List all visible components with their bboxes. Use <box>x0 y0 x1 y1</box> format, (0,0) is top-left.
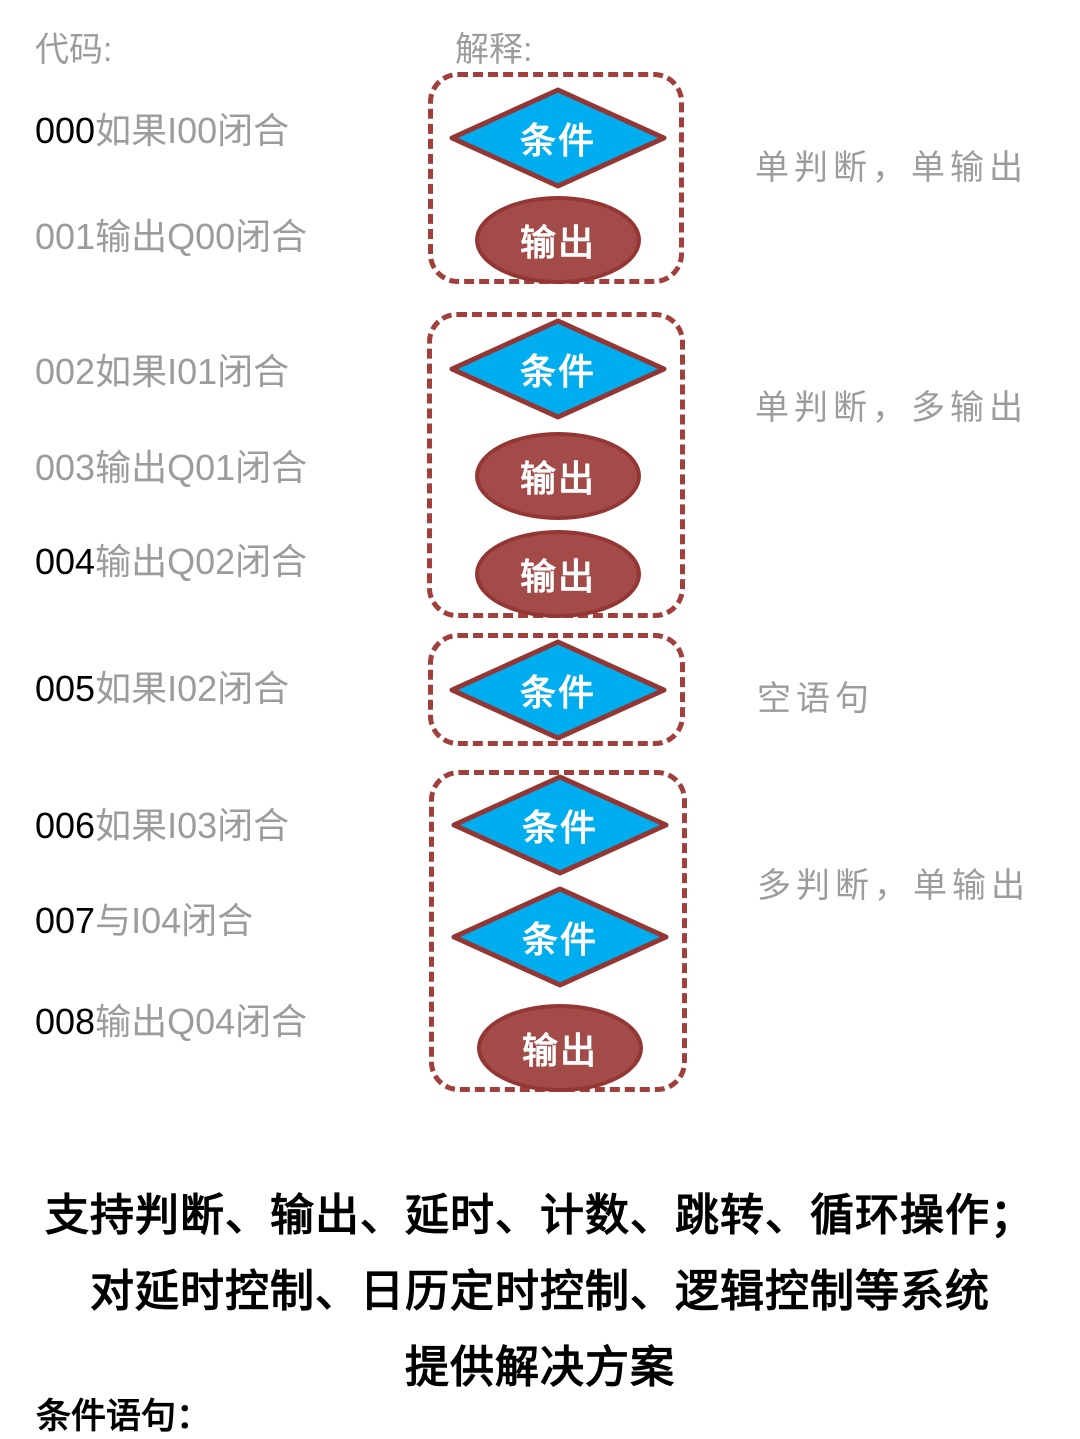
code-line-text: 如果I00闭合 <box>95 110 290 151</box>
code-line-number: 003 <box>35 447 96 488</box>
code-line-text: 输出Q00闭合 <box>95 216 308 257</box>
flow-group-empty-statement: 条件 <box>428 633 685 746</box>
code-line-000: 000如果I00闭合 <box>35 110 289 152</box>
code-line-text: 输出Q01闭合 <box>95 447 308 488</box>
feature-summary-line-2: 对延时控制、日历定时控制、逻辑控制等系统 <box>90 1267 990 1316</box>
code-line-number: 001 <box>35 216 96 257</box>
code-line-text: 输出Q04闭合 <box>95 1001 308 1042</box>
code-line-text: 与I04闭合 <box>95 900 254 941</box>
code-line-007: 007与I04闭合 <box>35 900 253 942</box>
output-label: 输出 <box>519 458 596 499</box>
diamond-shape-icon <box>451 774 669 876</box>
condition-label: 条件 <box>521 807 598 848</box>
code-line-text: 如果I02闭合 <box>95 668 290 709</box>
code-line-004: 004输出Q02闭合 <box>35 541 307 583</box>
output-label: 输出 <box>519 222 596 263</box>
code-line-003: 003输出Q01闭合 <box>35 447 307 489</box>
diamond-shape-icon <box>451 886 669 988</box>
output-ellipse: 输出 <box>475 530 641 618</box>
output-label: 输出 <box>521 1030 598 1071</box>
code-line-number: 002 <box>35 351 96 392</box>
diamond-shape-icon <box>449 87 667 189</box>
condition-label: 条件 <box>519 672 596 713</box>
flow-group-multi-judge-single-output: 条件 条件 输出 <box>429 770 687 1092</box>
condition-label: 条件 <box>519 351 596 392</box>
code-line-number: 004 <box>35 541 96 582</box>
diamond-shape-icon <box>449 639 667 741</box>
code-line-number: 006 <box>35 805 96 846</box>
condition-statements-heading: 条件语句： <box>36 1397 212 1436</box>
code-line-006: 006如果I03闭合 <box>35 805 289 847</box>
code-line-text: 如果I01闭合 <box>95 351 290 392</box>
code-line-number: 008 <box>35 1001 96 1042</box>
code-column-header: 代码: <box>35 31 113 69</box>
condition-diamond: 条件 <box>448 885 672 989</box>
explain-column-header: 解释: <box>455 31 533 69</box>
feature-summary-line-3: 提供解决方案 <box>405 1343 675 1392</box>
code-line-number: 005 <box>35 668 96 709</box>
condition-diamond: 条件 <box>446 317 670 421</box>
feature-summary: 支持判断、输出、延时、计数、跳转、循环操作； 对延时控制、日历定时控制、逻辑控制… <box>0 1178 1080 1406</box>
code-line-number: 007 <box>35 900 96 941</box>
condition-diamond: 条件 <box>446 638 670 742</box>
code-line-number: 000 <box>35 110 96 151</box>
condition-diamond: 条件 <box>448 773 672 877</box>
flow-group-single-judge-multi-output: 条件 输出 输出 <box>427 312 685 618</box>
flow-group-single-judge-single-output: 条件 输出 <box>428 72 684 284</box>
group-annotation-1: 单判断，单输出 <box>755 149 1028 187</box>
output-ellipse: 输出 <box>477 1004 643 1092</box>
code-line-text: 如果I03闭合 <box>95 805 290 846</box>
code-line-008: 008输出Q04闭合 <box>35 1001 307 1043</box>
condition-diamond: 条件 <box>446 86 670 190</box>
output-ellipse: 输出 <box>475 432 641 520</box>
group-annotation-3: 空语句 <box>757 680 874 718</box>
group-annotation-4: 多判断，单输出 <box>757 867 1030 905</box>
code-line-text: 输出Q02闭合 <box>95 541 308 582</box>
condition-label: 条件 <box>519 120 596 161</box>
code-line-001: 001输出Q00闭合 <box>35 216 307 258</box>
output-ellipse: 输出 <box>475 196 641 284</box>
condition-label: 条件 <box>521 919 598 960</box>
group-annotation-2: 单判断，多输出 <box>755 389 1028 427</box>
output-label: 输出 <box>519 556 596 597</box>
diamond-shape-icon <box>449 318 667 420</box>
feature-summary-line-1: 支持判断、输出、延时、计数、跳转、循环操作； <box>45 1191 1035 1240</box>
code-line-002: 002如果I01闭合 <box>35 351 289 393</box>
code-line-005: 005如果I02闭合 <box>35 668 289 710</box>
